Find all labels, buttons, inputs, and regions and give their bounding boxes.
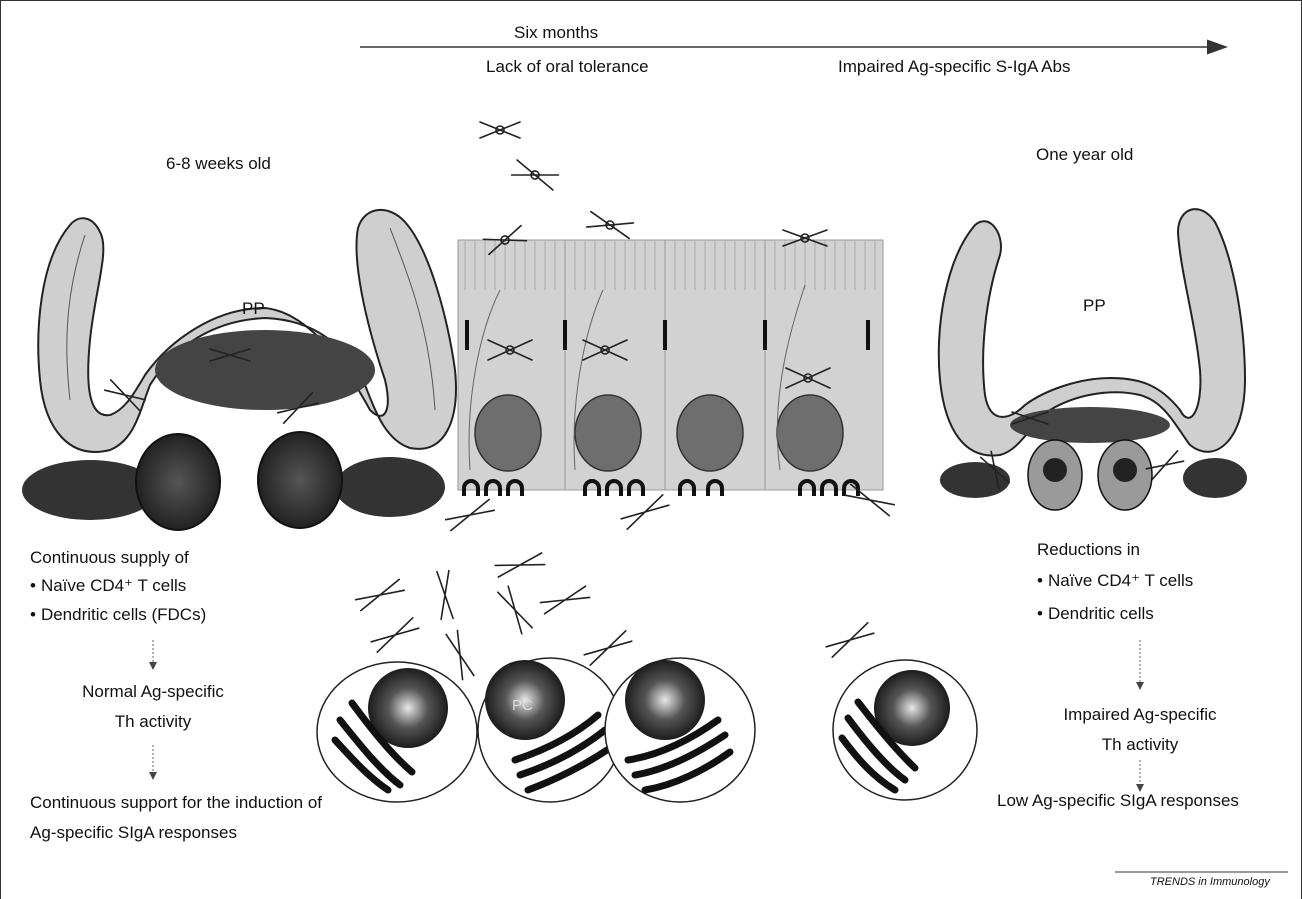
right-age-label: One year old [1036, 146, 1133, 163]
right-step2-line1: Low Ag-specific SIgA responses [997, 792, 1239, 809]
right-reduction-item-2: Dendritic cells [1037, 605, 1154, 622]
timeline-effect-left: Lack of oral tolerance [486, 58, 649, 75]
left-supply-item-2: Dendritic cells (FDCs) [30, 606, 206, 623]
right-step1-line1: Impaired Ag-specific [1040, 706, 1240, 723]
right-germinal-centers [1028, 440, 1152, 510]
left-germinal-centers [136, 432, 342, 530]
right-pp-label: PP [1083, 297, 1106, 314]
left-age-label: 6-8 weeks old [166, 155, 271, 172]
plasma-cell-4 [833, 660, 977, 800]
journal-credit: TRENDS in Immunology [1150, 877, 1270, 888]
plasma-cell-2 [478, 658, 622, 802]
left-step1-line2: Th activity [58, 713, 248, 730]
plasma-cell-1 [317, 662, 477, 802]
left-step1-line1: Normal Ag-specific [58, 683, 248, 700]
right-reduction-heading: Reductions in [1037, 541, 1140, 558]
left-supply-item-1: Naïve CD4⁺ T cells [30, 577, 186, 594]
left-step2-line1: Continuous support for the induction of [30, 794, 322, 811]
right-reduction-item-1: Naïve CD4⁺ T cells [1037, 572, 1193, 589]
left-pp-label: PP [242, 300, 265, 317]
plasma-cells [317, 658, 977, 802]
plasma-cell-label: PC [512, 698, 533, 713]
timeline-label: Six months [514, 24, 598, 41]
left-supply-heading: Continuous supply of [30, 549, 189, 566]
right-step1-line2: Th activity [1040, 736, 1240, 753]
plasma-cell-3 [605, 658, 755, 802]
timeline-effect-right: Impaired Ag-specific S-IgA Abs [838, 58, 1070, 75]
left-step2-line2: Ag-specific SIgA responses [30, 824, 237, 841]
